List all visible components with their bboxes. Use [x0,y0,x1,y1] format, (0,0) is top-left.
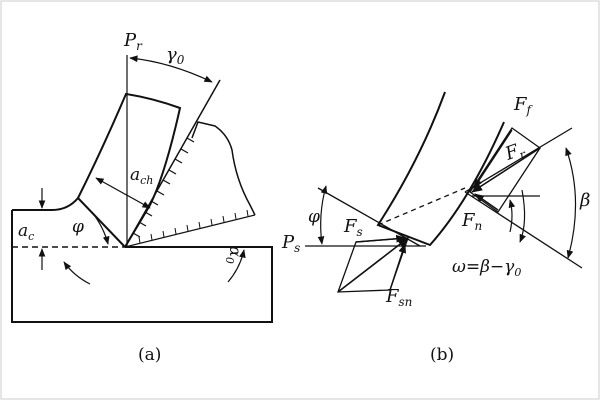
label-beta: β [579,190,590,211]
label-a-ch: ach [130,165,153,187]
shear-plane-dashed [377,187,466,226]
flank-face-line [124,214,256,248]
label-f-sn: Fsn [385,286,412,309]
uncut-layer-surface [12,196,126,248]
omega-arc-2 [519,189,526,243]
omega-arc-1 [508,199,516,233]
fn-arrow [474,193,499,211]
flank-hatching [138,209,249,244]
workpiece-outline [11,210,273,323]
caption-a: (a) [138,345,161,365]
label-f-s: Fs [343,216,363,239]
tool-body-outline [191,121,256,216]
beta-arc [565,147,577,259]
rake-hatching [132,137,195,238]
label-alpha0: α0 [223,246,245,264]
shear-reference-line [317,187,421,247]
panel-a: Pr γ0 ach ac φ α0 (a) [11,30,273,365]
label-a-c: ac [18,221,34,243]
label-gamma0: γ0 [166,44,185,67]
fsn-arrow [389,243,406,291]
resultant-diagonal-lower [337,237,409,293]
label-phi-a: φ [72,217,84,237]
rake-face-line [124,79,221,248]
ff-arrow [473,129,513,189]
label-f-n: Fn [461,210,482,233]
shear-angle-arc-b [317,185,328,245]
shear-angle-arc [91,211,110,245]
caption-b: (b) [430,345,454,365]
label-p-r: Pr [123,30,143,53]
label-p-s: Ps [281,232,300,255]
label-phi-b: φ [308,207,320,227]
label-f-f: Ff [513,94,534,117]
fr-arrow [471,147,541,193]
rake-angle-arc [129,55,213,83]
label-omega-eq: ω=β−γ0 [452,257,521,279]
label-f-r: Fr [502,138,529,167]
chip-outline [77,92,182,248]
clearance-angle-arc [227,249,246,283]
panel-b: Ff Fr Fn Fs Fsn Ps φ β ω=β−γ0 (b) [281,91,590,365]
shear-angle-arc-lower [63,261,91,285]
chip-thickness-arrow [95,177,151,209]
fs-arrow [355,234,406,243]
beta-upper-line [464,127,573,193]
